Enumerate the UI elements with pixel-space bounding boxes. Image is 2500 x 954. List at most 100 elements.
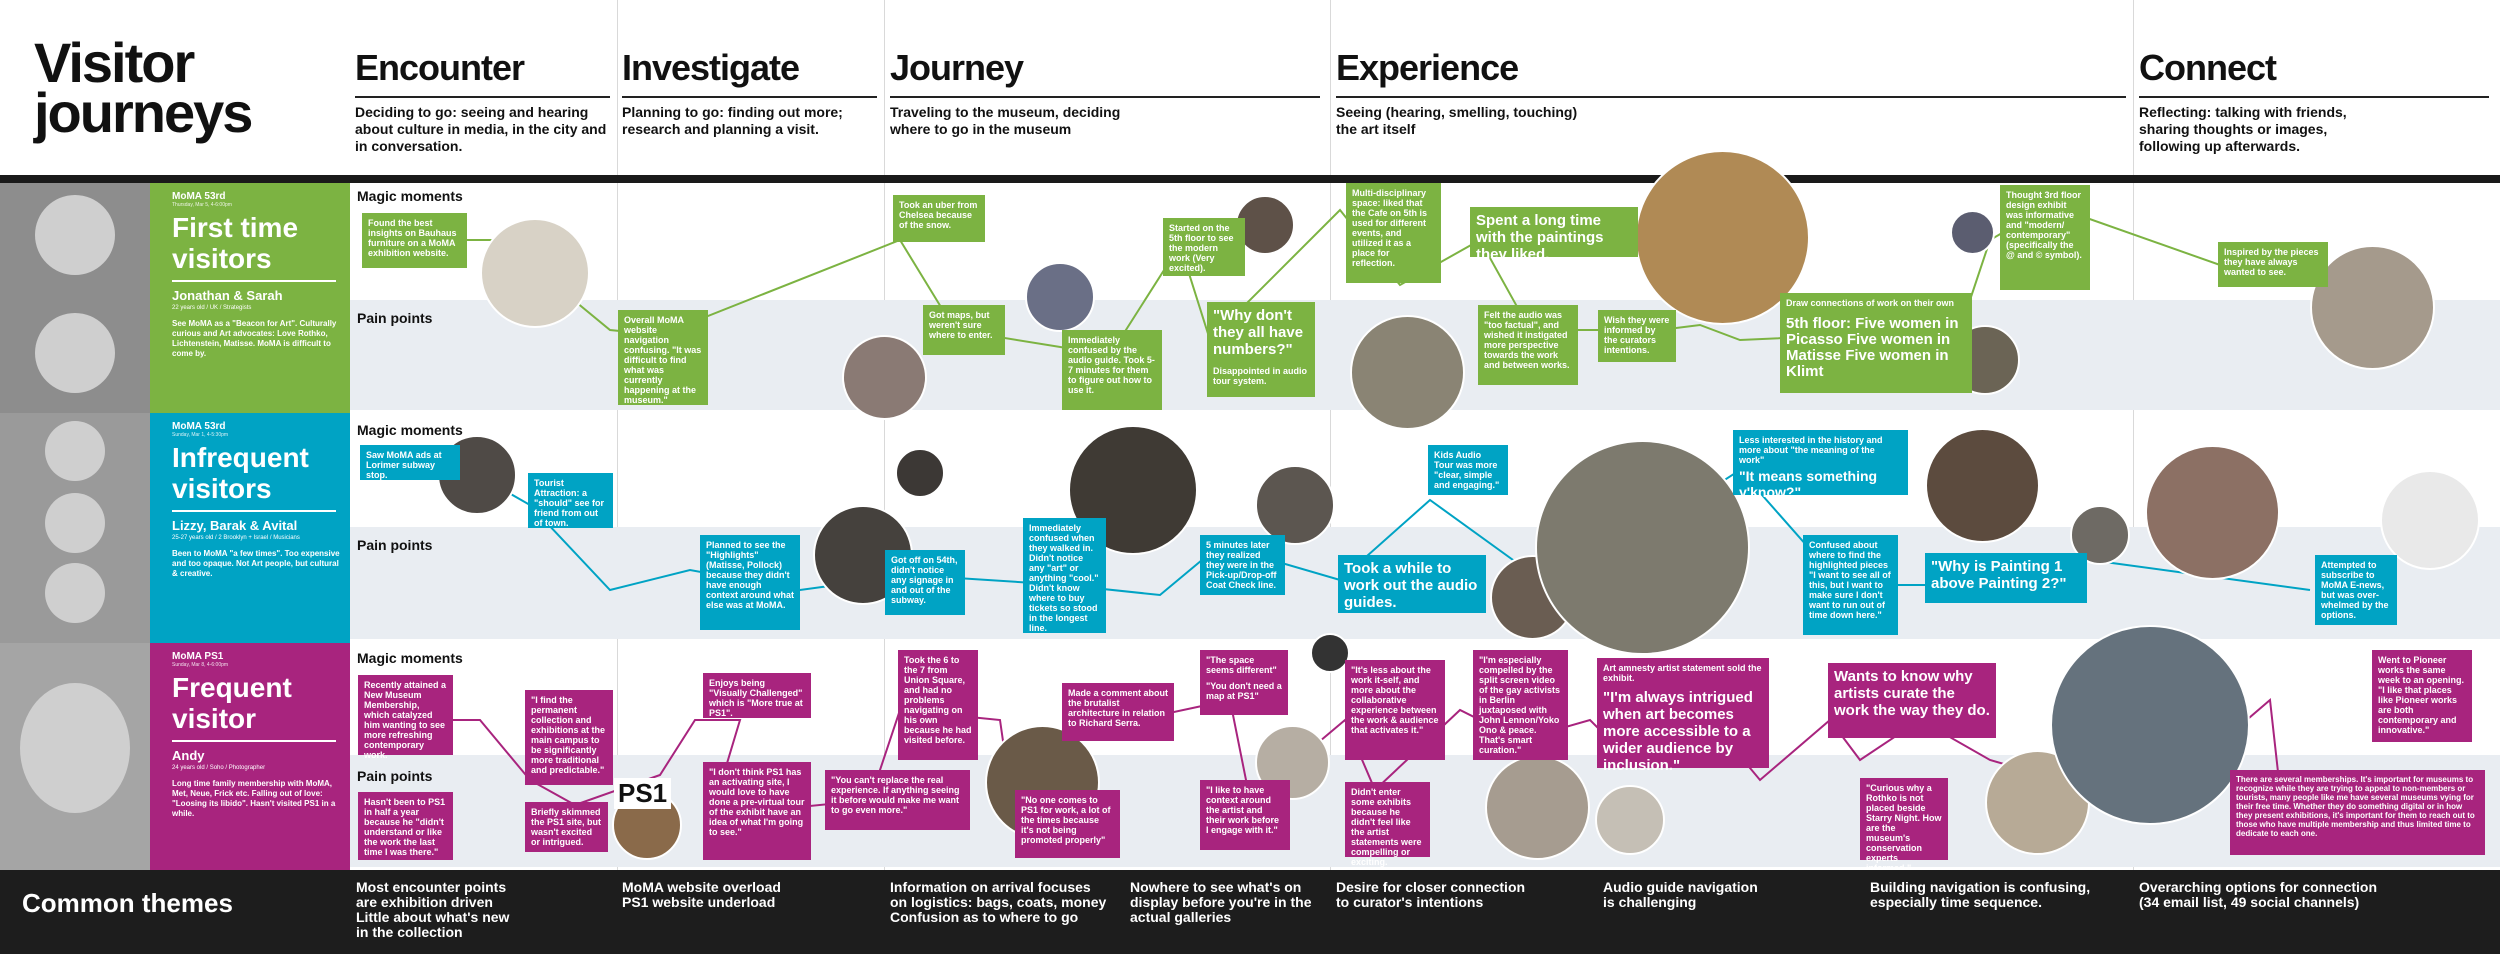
- card-note: Less interested in the history and more …: [1739, 435, 1883, 465]
- persona-date: Thursday, Mar 5, 4-6:00pm: [172, 202, 232, 208]
- persona-photo: [0, 643, 150, 870]
- row-label-magic: Magic moments: [357, 188, 463, 204]
- theme-line: Overarching options for connection: [2139, 879, 2378, 895]
- title-line-2: journeys: [34, 81, 253, 144]
- persona-who: Jonathan & Sarah: [172, 288, 283, 303]
- pain-point-card: Got off on 54th, didn't notice any signa…: [885, 550, 965, 615]
- persona-date: Sunday, Mar 1, 4-5:30pm: [172, 432, 229, 438]
- pain-point-card: "You can't replace the real experience. …: [825, 770, 970, 830]
- pain-point-card: Felt the audio was "too factual", and wi…: [1478, 305, 1578, 385]
- stage-divider: [1330, 0, 1331, 870]
- persona-first-time: MoMA 53rd Thursday, Mar 5, 4-6:00pm Firs…: [150, 183, 350, 413]
- footer-title: Common themes: [22, 888, 233, 918]
- pain-point-card: "Curious why a Rothko is not placed besi…: [1860, 778, 1948, 873]
- avatar: [45, 563, 105, 623]
- theme-line: is challenging: [1603, 894, 1697, 910]
- stage-divider: [617, 0, 618, 870]
- stage-encounter: Encounter Deciding to go: seeing and hea…: [355, 48, 610, 155]
- theme-line: Information on arrival focuses: [890, 879, 1091, 895]
- photo-circle: [1350, 315, 1465, 430]
- photo-circle: [1068, 425, 1198, 555]
- photo-circle: [2310, 245, 2435, 370]
- avatar: [35, 313, 115, 393]
- persona-name-line: visitors: [172, 473, 272, 504]
- pain-point-card: Immediately confused by the audio guide.…: [1062, 330, 1162, 410]
- pain-point-card: "I don't think PS1 has an activating sit…: [703, 762, 811, 860]
- theme-item: Overarching options for connection(34 em…: [2139, 880, 2377, 910]
- avatar: [20, 683, 130, 813]
- persona-rule: [172, 510, 336, 512]
- magic-moment-card: Less interested in the history and more …: [1733, 430, 1908, 500]
- theme-line: Most encounter points: [356, 879, 507, 895]
- photo-circle: [2145, 445, 2280, 580]
- card-highlight: 5th floor: Five women in Picasso Five wo…: [1786, 315, 1959, 380]
- pain-point-card: Got maps, but weren't sure where to ente…: [923, 305, 1005, 355]
- pain-point-card: Attempted to subscribe to MoMA E-news, b…: [2315, 555, 2397, 625]
- photo-circle: [1025, 262, 1095, 332]
- card-quote: "It means something y'know?": [1739, 468, 1878, 500]
- theme-line: Little about what's new: [356, 909, 510, 925]
- magic-moment-card: Multi-disciplinary space: liked that the…: [1346, 183, 1441, 283]
- magic-moment-card: Inspired by the pieces they have always …: [2218, 242, 2328, 287]
- stage-investigate: Investigate Planning to go: finding out …: [622, 48, 877, 138]
- avatar: [35, 195, 115, 275]
- persona-description: Been to MoMA "a few times". Too expensiv…: [172, 549, 340, 578]
- pain-point-card: Confused about where to find the highlig…: [1803, 535, 1898, 635]
- page-title: Visitor journeys: [34, 31, 253, 144]
- stage-description: Traveling to the museum, deciding where …: [890, 104, 1121, 137]
- pain-point-card: Took a while to work out the audio guide…: [1338, 555, 1486, 613]
- persona-name-line: Frequent: [172, 672, 292, 703]
- persona-name-line: First time: [172, 212, 299, 243]
- stage-connect: Connect Reflecting: talking with friends…: [2139, 48, 2489, 155]
- magic-moment-card: Started on the 5th floor to see the mode…: [1163, 218, 1245, 276]
- stage-description: Reflecting: talking with friends, sharin…: [2139, 104, 2347, 154]
- stage-title: Investigate: [622, 48, 877, 98]
- avatar: [45, 493, 105, 553]
- magic-moment-card: Made a comment about the brutalist archi…: [1062, 683, 1174, 741]
- avatar: [45, 421, 105, 481]
- magic-moment-card: Found the best insights on Bauhaus furni…: [362, 213, 467, 268]
- persona-frequent: MoMA PS1 Sunday, Mar 8, 4-6:00pm Frequen…: [150, 643, 350, 870]
- photo-circle: [2380, 470, 2480, 570]
- stage-title: Journey: [890, 48, 1320, 98]
- photo-circle: [842, 335, 927, 420]
- theme-line: are exhibition driven: [356, 894, 493, 910]
- photo-circle: [1925, 428, 2040, 543]
- magic-moment-card: "The space seems different""You don't ne…: [1200, 650, 1288, 715]
- photo-circle: [480, 218, 590, 328]
- persona-photo: [0, 413, 150, 643]
- theme-line: in the collection: [356, 924, 463, 940]
- title-line-1: Visitor: [34, 31, 195, 94]
- photo-circle: [2050, 625, 2250, 825]
- stage-title: Connect: [2139, 48, 2489, 98]
- stage-journey: Journey Traveling to the museum, decidin…: [890, 48, 1320, 138]
- theme-line: PS1 website underload: [622, 894, 776, 910]
- persona-rule: [172, 740, 336, 742]
- stage-description: Planning to go: finding out more; resear…: [622, 104, 843, 137]
- magic-moment-card: Enjoys being "Visually Challenged" which…: [703, 673, 811, 718]
- row-label-magic: Magic moments: [357, 422, 463, 438]
- theme-line: actual galleries: [1130, 909, 1232, 925]
- card-note: Disappointed in audio tour system.: [1213, 366, 1307, 386]
- card-quote: "Why don't they all have numbers?": [1213, 307, 1304, 358]
- row-label-pain: Pain points: [357, 310, 433, 326]
- persona-who: Andy: [172, 748, 205, 763]
- pain-point-card: "Why don't they all have numbers?" Disapp…: [1207, 302, 1315, 397]
- pain-point-card: "Why is Painting 1 above Painting 2?": [1925, 553, 2087, 603]
- pain-point-card: Hasn't been to PS1 in half a year becaus…: [358, 792, 453, 860]
- pain-point-card: Briefly skimmed the PS1 site, but wasn't…: [525, 802, 608, 852]
- persona-name-line: Infrequent: [172, 442, 309, 473]
- pain-point-card: 5 minutes later they realized they were …: [1200, 535, 1285, 595]
- photo-circle: [895, 448, 945, 498]
- theme-line: Audio guide navigation: [1603, 879, 1758, 895]
- magic-moment-card: Took an uber from Chelsea because of the…: [893, 195, 985, 242]
- magic-moment-card: Recently attained a New Museum Membershi…: [358, 675, 453, 760]
- theme-line: Nowhere to see what's on: [1130, 879, 1302, 895]
- ps1-logo: PS1: [614, 778, 672, 809]
- magic-moment-card: Tourist Attraction: a "should" see for f…: [528, 473, 613, 528]
- photo-circle: [1535, 440, 1750, 655]
